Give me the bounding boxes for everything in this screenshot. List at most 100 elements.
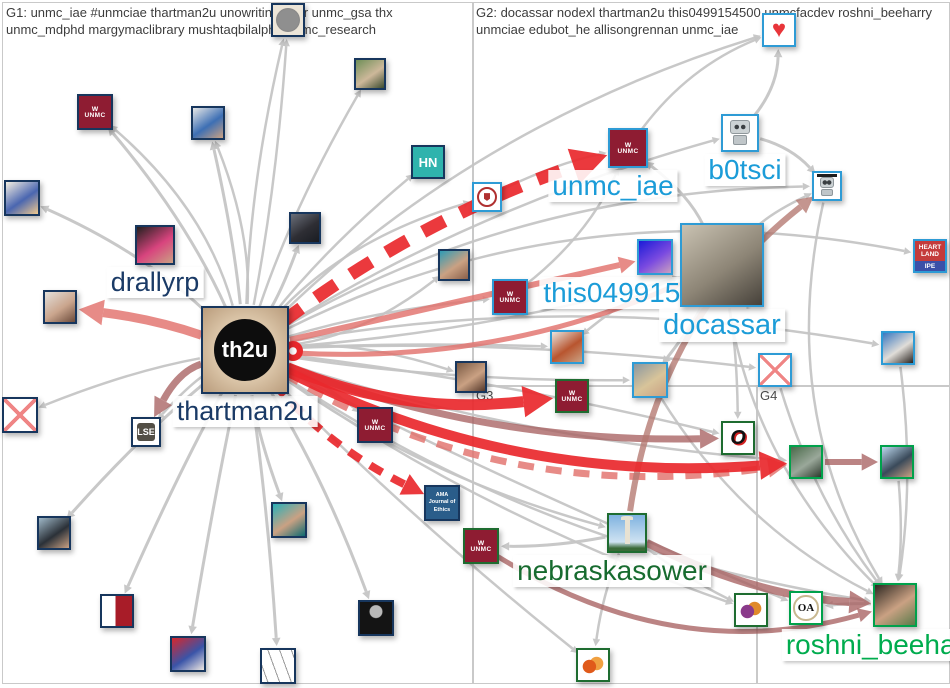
- node-tealscarf[interactable]: [271, 502, 307, 538]
- uno-logo: O: [730, 426, 746, 449]
- arrowhead-nebraskasower-roshni: [848, 590, 872, 614]
- node-drallyrp[interactable]: [135, 225, 175, 265]
- edge-th2u-b0tsci: [283, 139, 714, 327]
- node-redx2[interactable]: [758, 353, 792, 387]
- avatar-photo: [552, 332, 582, 362]
- node-purpleorange[interactable]: [734, 593, 768, 627]
- arrowhead-th2u-newswoman: [871, 339, 880, 348]
- node-darkbrain[interactable]: [358, 600, 394, 636]
- node-heart[interactable]: ♥: [762, 13, 796, 47]
- node-redhead[interactable]: [550, 330, 584, 364]
- edge-th2u-crest: [274, 202, 465, 317]
- node-crest[interactable]: [472, 182, 502, 212]
- node-docassar[interactable]: [680, 223, 764, 307]
- label-drallyrp: drallyrp: [106, 267, 204, 298]
- avatar-photo: [882, 447, 912, 477]
- node-gradrobot[interactable]: [812, 171, 842, 201]
- node-mh[interactable]: [271, 3, 305, 37]
- avatar-photo: [172, 638, 204, 670]
- avatar-photo: [193, 108, 223, 138]
- arrowhead-blonde-roshni: [865, 587, 874, 595]
- node-lse[interactable]: LSE: [131, 417, 161, 447]
- node-smiling[interactable]: [43, 290, 77, 324]
- edge-th2u-typewriter: [283, 366, 761, 474]
- edge-th2u-heartland: [285, 229, 905, 331]
- ama-journal-logo: AMA Journal of Ethics: [428, 492, 456, 513]
- arrowhead-th2u-uno: [699, 428, 719, 449]
- arrowhead-th2u-gradrobot: [802, 182, 810, 191]
- avatar-photo: [634, 364, 666, 396]
- crest-logo: [476, 186, 498, 208]
- edge-th2u-redhead: [290, 343, 541, 349]
- arrowhead-th2u-hijab: [214, 140, 222, 149]
- broken-image-x-icon: [760, 355, 790, 385]
- arrowhead-th2u-oa: [780, 594, 789, 602]
- label-nebraskasower: nebraskasower: [513, 555, 711, 587]
- node-oa[interactable]: OA: [789, 591, 823, 625]
- node-orange[interactable]: [576, 648, 610, 682]
- node-typewriter[interactable]: [789, 445, 823, 479]
- node-artwoman[interactable]: [170, 636, 206, 672]
- node-suitman[interactable]: [880, 445, 914, 479]
- avatar-photo: [45, 292, 75, 322]
- arrowhead-th2u-darkbrain: [362, 590, 371, 600]
- arrowhead-th2u-curlywoman: [445, 365, 454, 373]
- node-b0tsci[interactable]: [721, 114, 759, 152]
- node-this04[interactable]: [637, 239, 673, 275]
- avatar-photo: [356, 60, 384, 88]
- node-newswoman[interactable]: [881, 331, 915, 365]
- avatar-photo: [791, 447, 821, 477]
- node-youngman[interactable]: [37, 516, 71, 550]
- node-tealwoman[interactable]: [438, 249, 470, 281]
- hn-logo: HN: [418, 154, 438, 170]
- edge-th2u-mh: [252, 46, 288, 306]
- node-sketch[interactable]: [260, 648, 296, 684]
- arrowhead-th2u-lse: [154, 395, 172, 418]
- node-redx1[interactable]: [2, 397, 38, 433]
- arrowhead-th2u-mh: [282, 39, 290, 47]
- arrowhead-th2u-tealscarf: [275, 492, 284, 502]
- edge-th2u-unmc1: [112, 132, 228, 309]
- arrowhead-th2u-nebraskasower: [597, 521, 606, 529]
- arrowhead-docassar-blonde: [662, 355, 671, 365]
- arrowhead-nebraskasower-gradrobot: [795, 196, 814, 214]
- arrowhead-th2u-tealwoman: [431, 276, 440, 284]
- arrowhead-th2u-sketch: [271, 637, 281, 646]
- node-curlywoman[interactable]: [455, 361, 487, 393]
- arrowhead-nebraskasower-unmc5: [501, 542, 510, 551]
- edge-th2u-redx1: [44, 357, 201, 407]
- avatar-photo: [440, 251, 468, 279]
- node-th2u[interactable]: th2u: [201, 306, 289, 394]
- node-cartoon[interactable]: [4, 180, 40, 216]
- node-ama[interactable]: AMA Journal of Ethics: [424, 485, 460, 521]
- node-facepalm[interactable]: [289, 212, 321, 244]
- edge-th2u-smiling: [102, 308, 203, 340]
- node-hijab[interactable]: [191, 106, 225, 140]
- node-roshni[interactable]: [873, 583, 917, 627]
- label-roshni: roshni_beeharry: [781, 629, 950, 661]
- node-nebraskasower[interactable]: [607, 513, 647, 553]
- node-blonde[interactable]: [632, 362, 668, 398]
- node-outdoorman[interactable]: [354, 58, 386, 90]
- arrowhead-th2u-heartland: [903, 247, 912, 255]
- node-hn[interactable]: HN: [411, 145, 445, 179]
- edge-th2u-this04: [289, 262, 621, 343]
- graduate-robot-icon: [814, 173, 840, 199]
- node-reddoc[interactable]: [100, 594, 134, 628]
- node-uno[interactable]: O: [721, 421, 755, 455]
- edge-th2u-outdoorman: [258, 95, 359, 307]
